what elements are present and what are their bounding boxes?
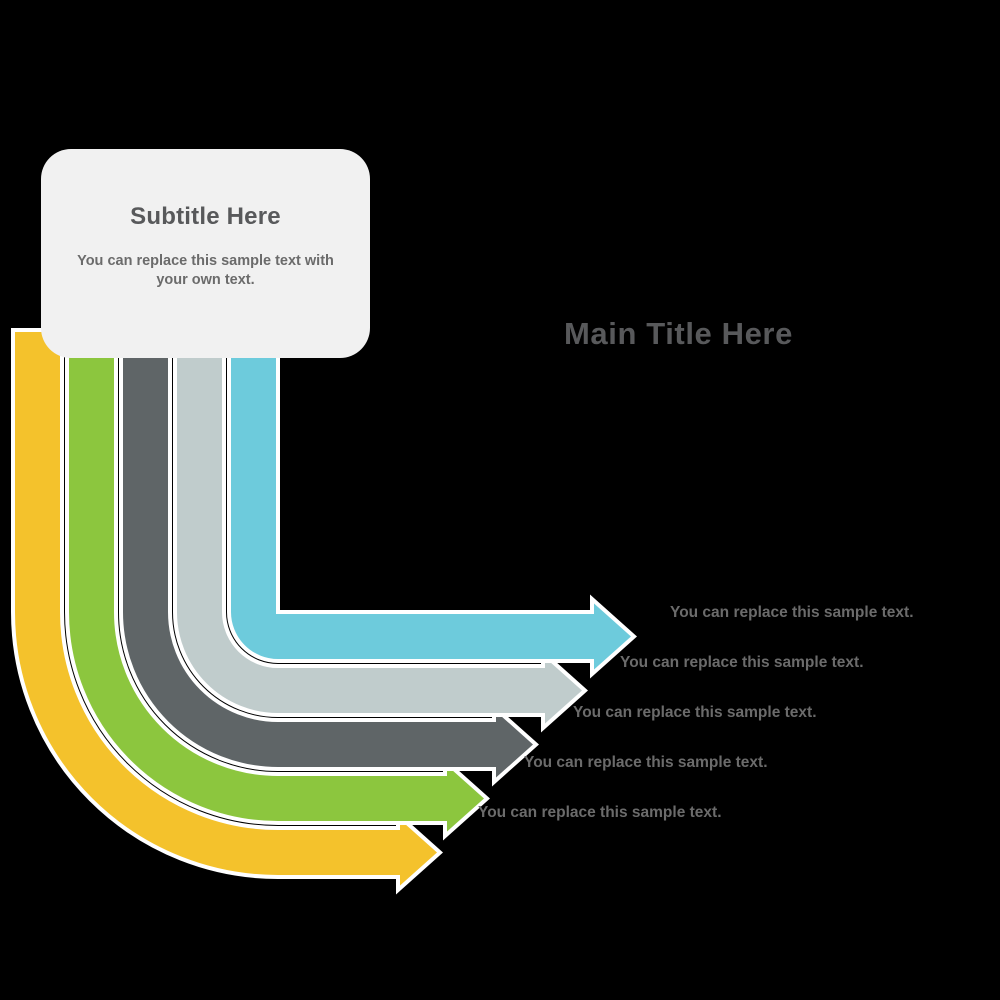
subtitle-heading: Subtitle Here — [130, 203, 281, 230]
arrow-label-dark-gray[interactable]: You can replace this sample text. — [573, 704, 817, 721]
page-title: Main Title Here — [564, 316, 793, 351]
arrow-dark-gray[interactable] — [119, 328, 540, 787]
arrow-label-yellow[interactable]: You can replace this sample text. — [478, 804, 722, 821]
arrow-label-light-gray[interactable]: You can replace this sample text. — [620, 654, 864, 671]
arrow-light-gray[interactable] — [173, 328, 589, 733]
arrow-green[interactable] — [65, 328, 491, 841]
subtitle-body: You can replace this sample text with yo… — [77, 252, 334, 289]
arrow-label-green[interactable]: You can replace this sample text. — [524, 754, 768, 771]
subtitle-card[interactable]: Subtitle Here You can replace this sampl… — [41, 149, 370, 358]
arrow-cyan[interactable] — [227, 328, 638, 679]
arrow-yellow[interactable] — [11, 328, 444, 895]
arrow-band-group — [11, 328, 638, 895]
arrow-label-cyan[interactable]: You can replace this sample text. — [670, 604, 914, 621]
